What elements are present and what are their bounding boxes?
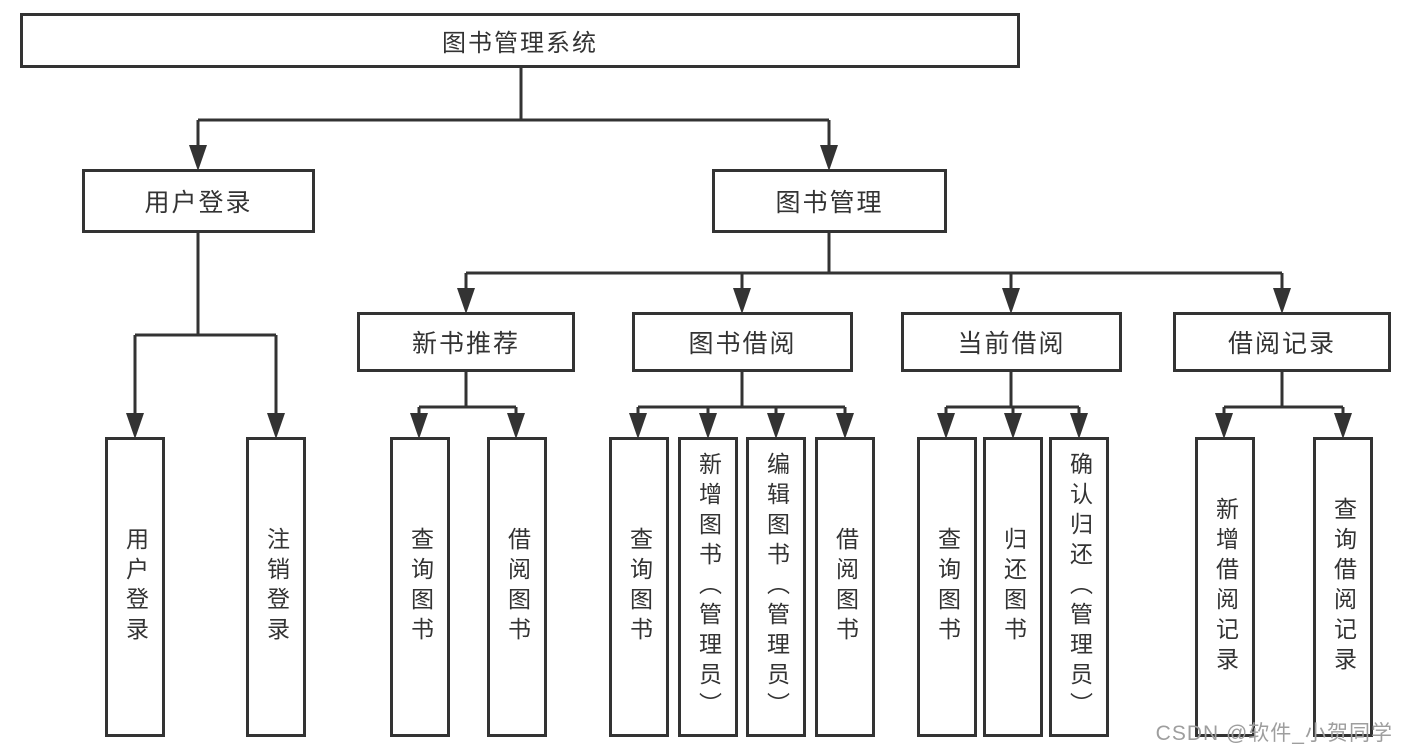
node-user-login: 用户登录 (82, 169, 315, 233)
node-label: 借阅记录 (1227, 330, 1336, 358)
node-add-borrow-record: 新增借阅记录 (1195, 437, 1255, 737)
node-current-borrowing: 当前借阅 (901, 312, 1122, 372)
node-label: 归还图书 (1000, 527, 1027, 647)
node-label: 用户登录 (122, 527, 149, 647)
node-library-management-system: 图书管理系统 (20, 13, 1020, 68)
node-label: 注销登录 (263, 527, 290, 647)
node-book-management: 图书管理 (712, 169, 947, 233)
node-query-books-borrowing: 查询图书 (609, 437, 669, 737)
node-label: 查询图书 (407, 527, 434, 647)
node-label: 新增图书（管理员） (695, 452, 722, 722)
node-add-books-admin: 新增图书（管理员） (678, 437, 738, 737)
node-logout-action: 注销登录 (246, 437, 306, 737)
node-borrow-books-recommend: 借阅图书 (487, 437, 547, 737)
node-label: 借阅图书 (504, 527, 531, 647)
node-query-books-current: 查询图书 (917, 437, 977, 737)
node-label: 新增借阅记录 (1212, 497, 1239, 677)
node-label: 图书管理系统 (442, 30, 598, 57)
node-label: 查询图书 (626, 527, 653, 647)
node-label: 新书推荐 (411, 330, 520, 358)
node-return-books: 归还图书 (983, 437, 1043, 737)
node-label: 编辑图书（管理员） (763, 452, 790, 722)
watermark: CSDN @软件_小贺同学 (1155, 722, 1393, 745)
node-user-login-action: 用户登录 (105, 437, 165, 737)
node-confirm-return-admin: 确认归还（管理员） (1049, 437, 1109, 737)
node-label: 查询借阅记录 (1330, 497, 1357, 677)
node-edit-books-admin: 编辑图书（管理员） (746, 437, 806, 737)
node-label: 查询图书 (934, 527, 961, 647)
node-label: 图书管理 (775, 189, 884, 217)
node-label: 用户登录 (144, 189, 253, 217)
node-query-books-recommend: 查询图书 (390, 437, 450, 737)
node-label: 借阅图书 (832, 527, 859, 647)
node-new-book-recommend: 新书推荐 (357, 312, 575, 372)
node-borrow-books-borrowing: 借阅图书 (815, 437, 875, 737)
node-label: 确认归还（管理员） (1066, 452, 1093, 722)
node-borrowing-records: 借阅记录 (1173, 312, 1391, 372)
node-label: 当前借阅 (957, 330, 1066, 358)
node-book-borrowing: 图书借阅 (632, 312, 853, 372)
arrowhead-icons (126, 145, 1352, 439)
node-label: 图书借阅 (688, 330, 797, 358)
node-query-borrow-record: 查询借阅记录 (1313, 437, 1373, 737)
